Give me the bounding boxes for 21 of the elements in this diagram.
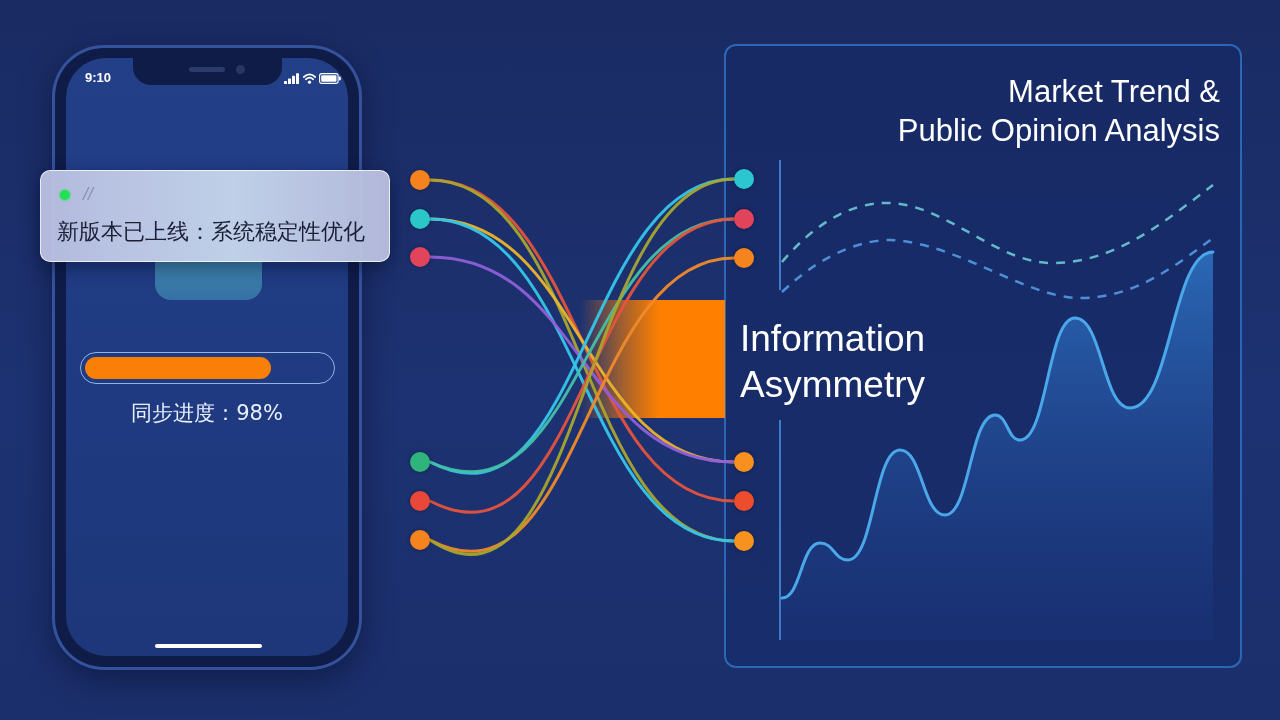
notification-tag: // (83, 184, 93, 205)
endpoint-dot-icon (734, 452, 754, 472)
progress-label: 同步进度：98% (130, 400, 284, 427)
connector-wire (428, 255, 736, 464)
endpoint-dot-icon (410, 452, 430, 472)
panel-heading: Market Trend & Public Opinion Analysis (897, 73, 1220, 150)
concept-label: Information Asymmetry (740, 317, 927, 407)
endpoint-dot-icon (410, 170, 430, 190)
endpoint-dot-icon (734, 491, 754, 511)
endpoint-dot-icon (734, 169, 754, 189)
status-time: 9:10 (85, 70, 112, 85)
endpoint-dot-icon (734, 209, 754, 229)
endpoint-dot-icon (410, 209, 430, 229)
notification-message: 新版本已上线：系统稳定性优化 (57, 218, 365, 246)
endpoint-dot-icon (734, 248, 754, 268)
notification-card (40, 170, 390, 262)
chart-panel (724, 44, 1242, 668)
endpoint-dot-icon (410, 491, 430, 511)
endpoint-dot-icon (734, 531, 754, 551)
endpoint-dot-icon (410, 530, 430, 550)
endpoint-dot-icon (410, 247, 430, 267)
